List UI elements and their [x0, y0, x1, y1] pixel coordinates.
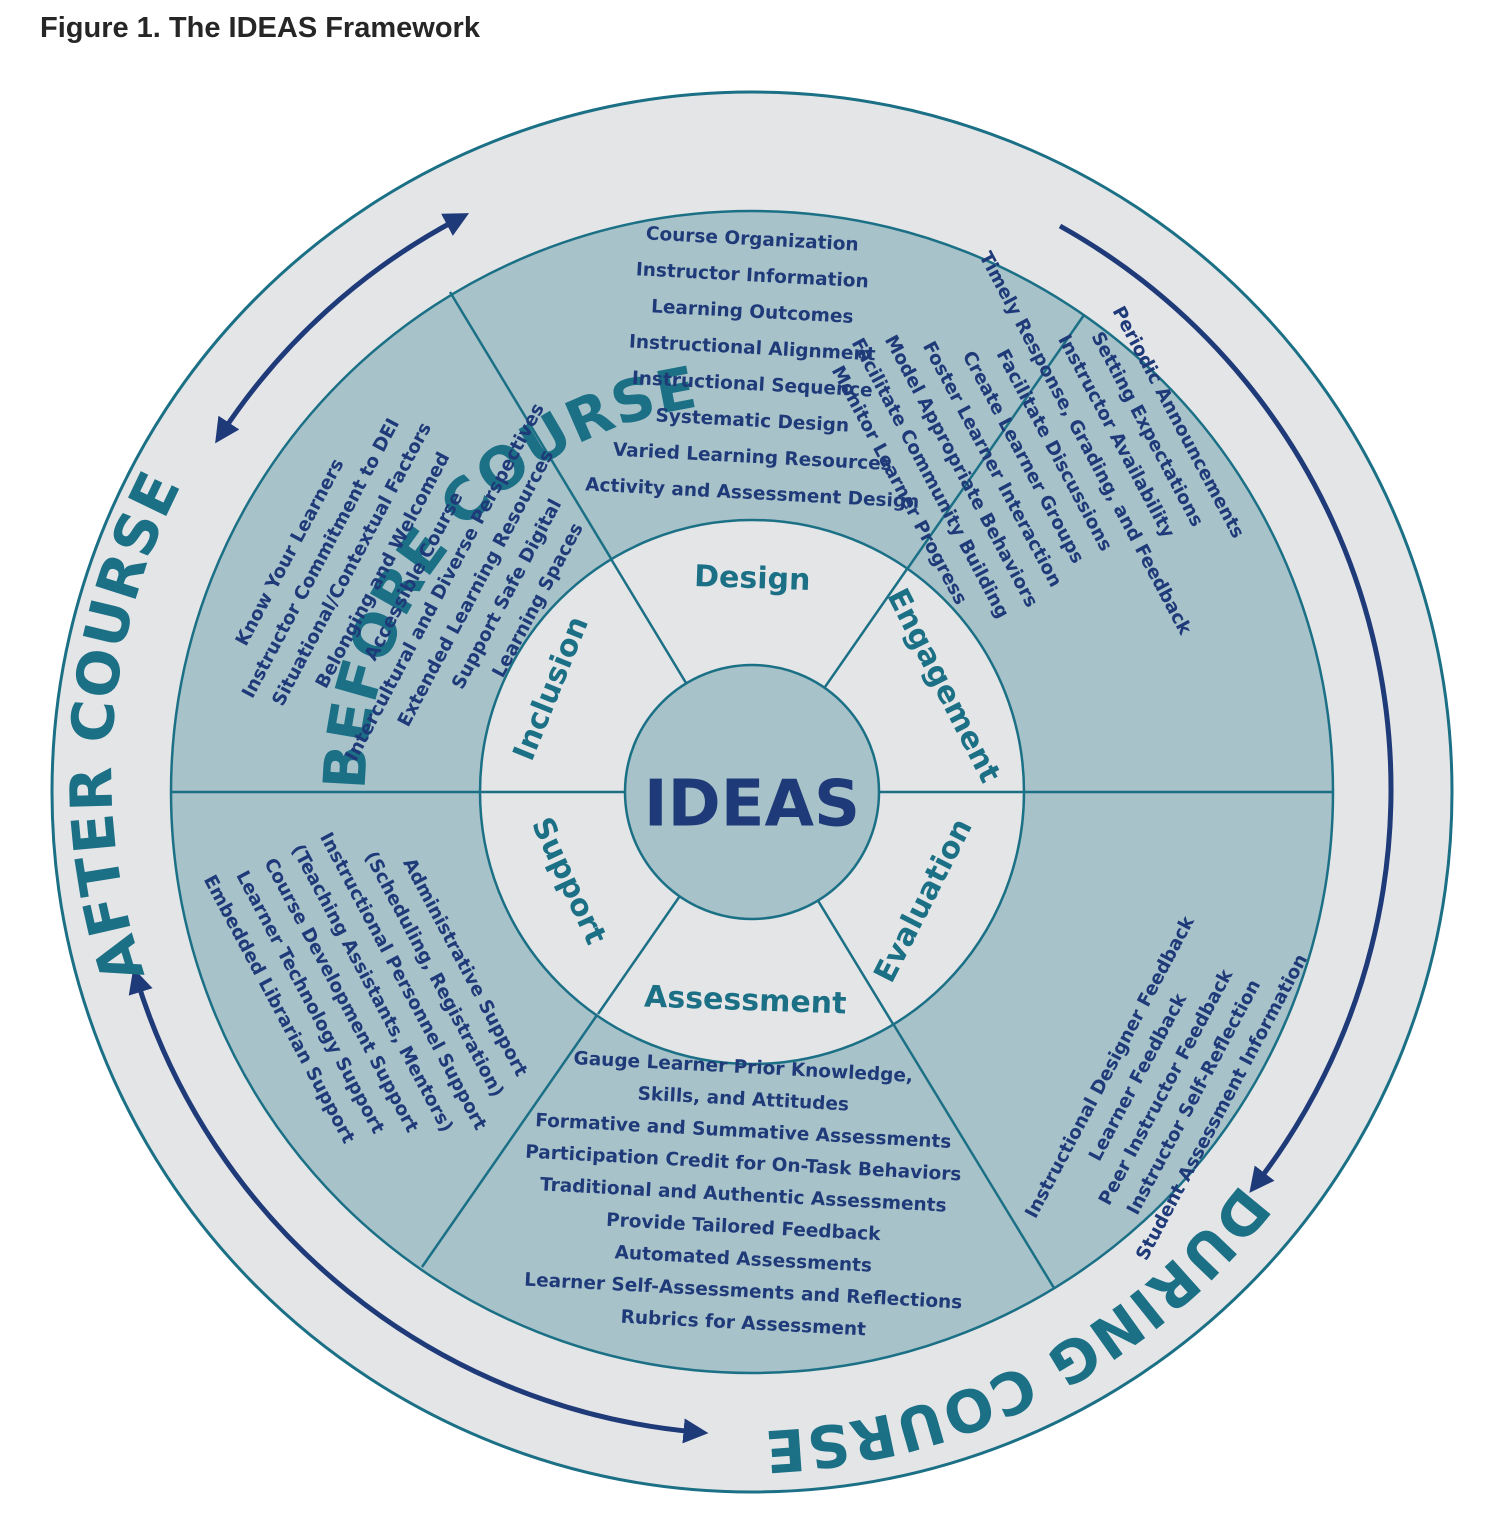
cycle-arrows — [128, 213, 1394, 1444]
arrow-before-to-during — [1058, 223, 1394, 1193]
center-label: IDEAS — [644, 768, 860, 842]
sector-label-assessment: Assessment — [644, 979, 847, 1021]
figure-title: Figure 1. The IDEAS Framework — [40, 12, 480, 44]
center-circle — [623, 663, 881, 921]
sector-label-design: Design — [694, 559, 811, 598]
arrow-during-to-after — [128, 968, 709, 1444]
arrow-after-to-before — [215, 213, 470, 444]
